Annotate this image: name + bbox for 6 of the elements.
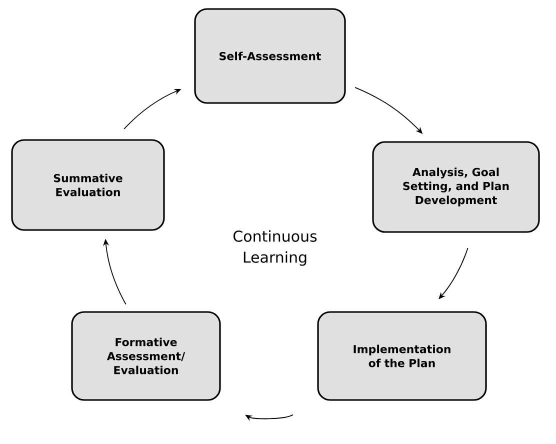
process-box: Formative Assessment/ Evaluation [71,311,221,401]
process-box: Summative Evaluation [11,139,165,231]
center-label: Continuous Learning [234,230,317,266]
process-box: Analysis, Goal Setting, and Plan Development [372,141,540,233]
process-box: Implementation of the Plan [317,311,487,401]
process-box: Self-Assessment [194,8,346,104]
